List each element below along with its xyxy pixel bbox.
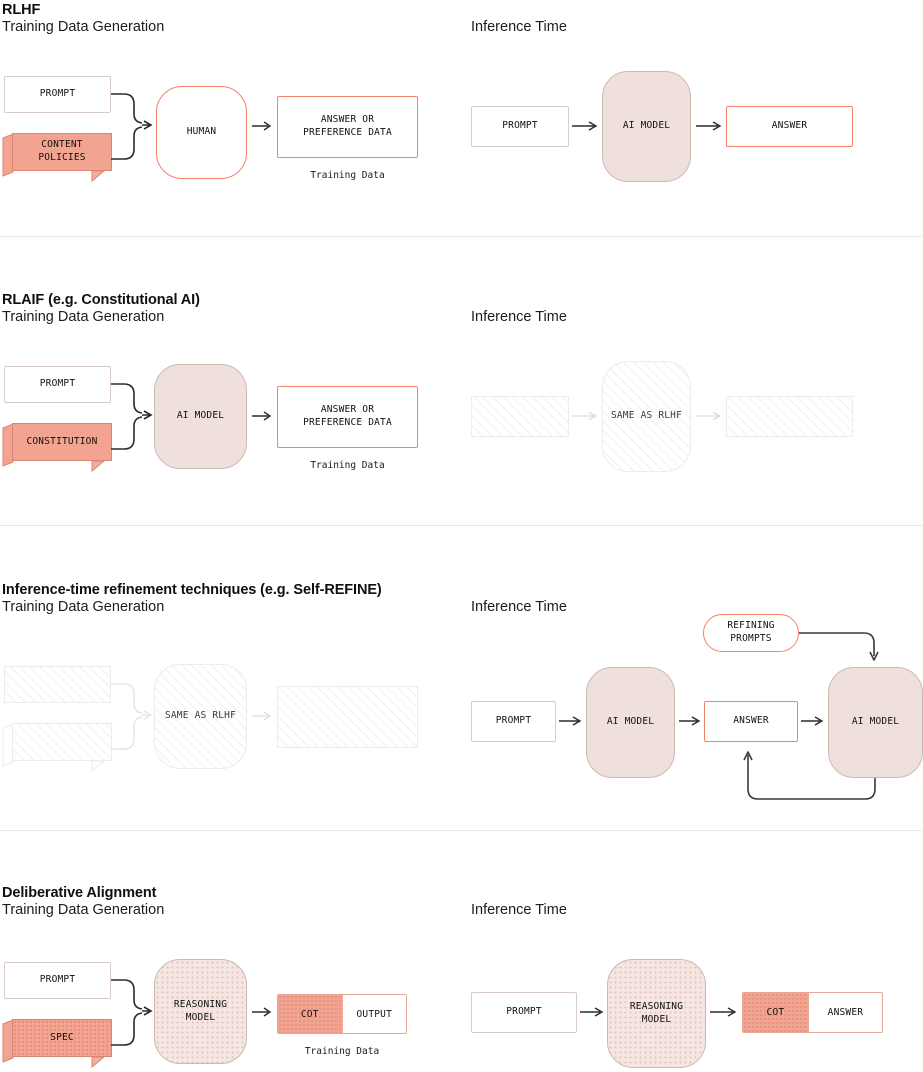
section-right-heading: Inference Time [471,309,567,325]
ghost-prompt-box [471,396,569,437]
training-output-box[interactable]: ANSWER OR PREFERENCE DATA [277,96,418,158]
section-deliberative-alignment: Deliberative Alignment Training Data Gen… [0,883,923,1072]
inference-split-box[interactable]: COT ANSWER [742,992,883,1033]
section-rlaif: RLAIF (e.g. Constitutional AI) Training … [0,290,923,526]
reasoning-model-node[interactable]: REASONING MODEL [154,959,247,1064]
section-divider [0,830,923,831]
training-data-caption: Training Data [310,170,385,181]
training-data-caption: Training Data [310,460,385,471]
section-rlhf: RLHF Training Data Generation Inference … [0,0,923,237]
ghost-model-node: SAME AS RLHF [154,664,247,769]
ai-model-node-1[interactable]: AI MODEL [586,667,675,778]
section-divider [0,525,923,526]
document-label: CONSTITUTION [12,423,112,461]
section-right-heading: Inference Time [471,19,567,35]
cot-half: COT [278,995,343,1033]
prompt-box[interactable]: PROMPT [4,76,111,113]
inference-prompt-box[interactable]: PROMPT [471,106,569,147]
ghost-answer-box [726,396,853,437]
refining-prompts-pill[interactable]: REFINING PROMPTS [703,614,799,652]
section-subtitle: Training Data Generation [2,902,165,918]
prompt-box[interactable]: PROMPT [4,962,111,999]
ghost-document [2,723,112,773]
training-data-caption: Training Data [304,1046,380,1057]
section-subtitle: Training Data Generation [2,599,165,615]
ghost-document-label [12,723,112,761]
ghost-model-node: SAME AS RLHF [602,361,691,472]
document-label: CONTENT POLICIES [12,133,112,171]
training-split-box[interactable]: COT OUTPUT [277,994,407,1034]
ghost-prompt-box [4,666,111,703]
ai-model-node[interactable]: AI MODEL [154,364,247,469]
output-half: OUTPUT [342,995,406,1033]
ghost-output-box [277,686,418,748]
human-node[interactable]: HUMAN [156,86,247,179]
section-title: Inference-time refinement techniques (e.… [2,582,382,598]
training-output-box[interactable]: ANSWER OR PREFERENCE DATA [277,386,418,448]
section-subtitle: Training Data Generation [2,309,165,325]
inference-answer-box[interactable]: ANSWER [726,106,853,147]
section-inference-refinement: Inference-time refinement techniques (e.… [0,580,923,831]
content-policies-document[interactable]: CONTENT POLICIES [2,133,112,183]
ai-model-node[interactable]: AI MODEL [602,71,691,182]
prompt-box[interactable]: PROMPT [4,366,111,403]
section-title: Deliberative Alignment [2,885,157,901]
answer-half: ANSWER [808,993,882,1032]
constitution-document[interactable]: CONSTITUTION [2,423,112,473]
cot-half: COT [743,993,809,1032]
section-divider [0,236,923,237]
section-right-heading: Inference Time [471,599,567,615]
inference-answer-box[interactable]: ANSWER [704,701,798,742]
section-title: RLHF [2,2,41,18]
inference-prompt-box[interactable]: PROMPT [471,992,577,1033]
reasoning-model-node-inference[interactable]: REASONING MODEL [607,959,706,1068]
ai-model-node-2[interactable]: AI MODEL [828,667,923,778]
inference-prompt-box[interactable]: PROMPT [471,701,556,742]
section-title: RLAIF (e.g. Constitutional AI) [2,292,200,308]
section-subtitle: Training Data Generation [2,19,165,35]
section-right-heading: Inference Time [471,902,567,918]
document-label: SPEC [12,1019,112,1057]
spec-document[interactable]: SPEC [2,1019,112,1069]
